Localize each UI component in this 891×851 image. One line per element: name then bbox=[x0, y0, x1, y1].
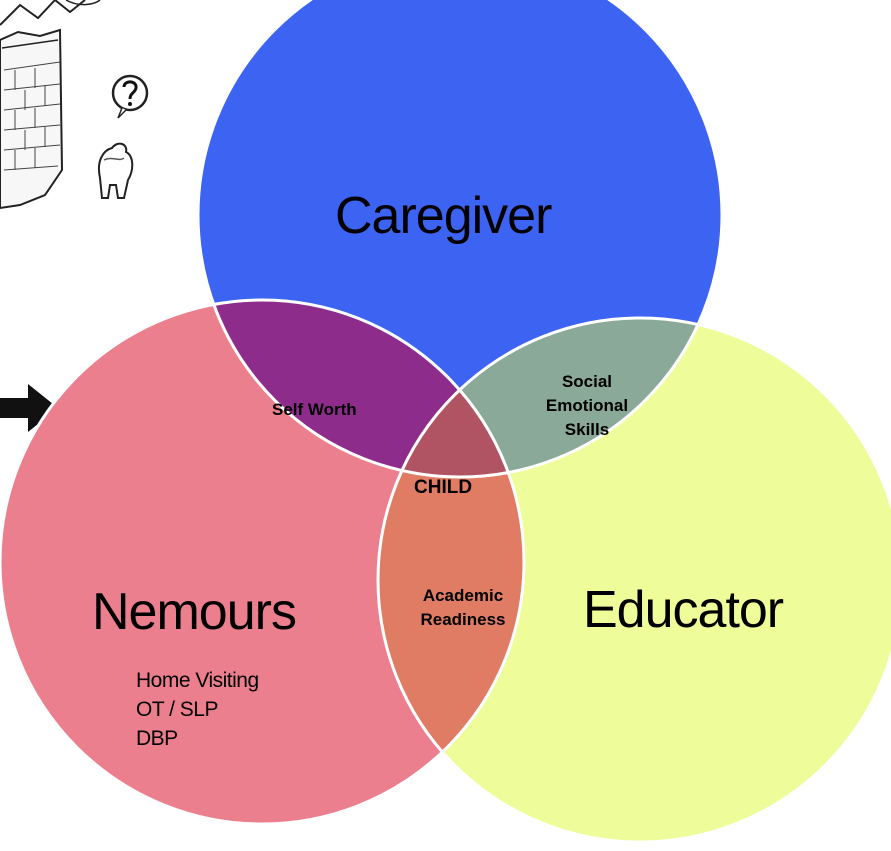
self-worth-region bbox=[198, 300, 524, 477]
service-ot-slp: OT / SLP bbox=[136, 698, 218, 721]
skills-label-line: Skills bbox=[564, 420, 610, 439]
arrow-icon bbox=[0, 384, 58, 432]
social-emotional-skills-label: Social Emotional Skills bbox=[520, 370, 654, 442]
nemours-services-list: Home Visiting OT / SLP DBP bbox=[136, 666, 259, 753]
educator-label: Educator bbox=[583, 581, 784, 639]
service-dbp: DBP bbox=[136, 727, 178, 750]
social-emotional-region bbox=[378, 318, 722, 477]
cartoon-illustration bbox=[0, 0, 149, 210]
self-worth-label: Self Worth bbox=[272, 400, 357, 419]
academic-readiness-label: Academic Readiness bbox=[398, 584, 528, 632]
service-home-visiting: Home Visiting bbox=[136, 669, 259, 692]
readiness-label-line: Readiness bbox=[420, 610, 506, 629]
academic-label-line: Academic bbox=[422, 586, 504, 605]
emotional-label-line: Emotional bbox=[545, 396, 629, 415]
child-label: CHILD bbox=[414, 477, 473, 498]
nemours-label: Nemours bbox=[92, 583, 297, 641]
social-label-line: Social bbox=[561, 372, 613, 391]
caregiver-label: Caregiver bbox=[335, 187, 552, 245]
